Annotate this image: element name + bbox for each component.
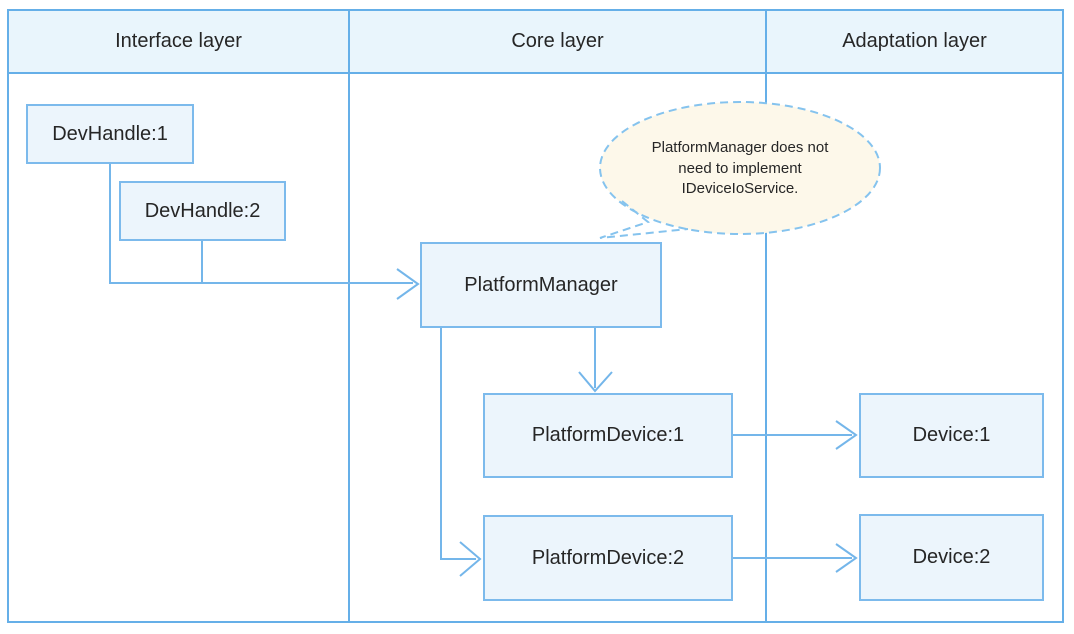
box-platform-manager: [420, 242, 662, 328]
box-device1: [859, 393, 1044, 478]
arrowhead-device2: [835, 543, 858, 573]
arrowhead-platformmanager: [396, 268, 420, 300]
callout-line-2: need to implement: [678, 159, 802, 177]
node-devhandle1: DevHandle:1: [52, 122, 168, 145]
layer-header-core: Core layer: [511, 30, 604, 52]
callout-note: PlatformManager does not need to impleme…: [612, 138, 868, 200]
layer-header-adaptation: Adaptation layer: [842, 30, 987, 52]
box-platform-device1: [483, 393, 733, 478]
layer-header-interface: Interface layer: [115, 30, 242, 52]
node-platform-device2: PlatformDevice:2: [531, 546, 685, 569]
header-band: [7, 9, 1064, 74]
arrowhead-pd1: [578, 371, 613, 393]
callout-line-1: PlatformManager does not: [651, 139, 829, 156]
arrowhead-device1: [835, 420, 858, 450]
connector-pm-to-pd2: [440, 328, 476, 560]
node-devhandle2: DevHandle:2: [144, 199, 261, 222]
box-devhandle2: [119, 181, 286, 241]
callout-ellipse: [599, 101, 881, 235]
connectors: [109, 164, 858, 577]
callout-line-3: IDeviceIoService.: [681, 180, 799, 198]
box-device2: [859, 514, 1044, 601]
node-boxes: [26, 104, 1044, 601]
node-device2: Device:2: [912, 546, 991, 568]
node-device1: Device:1: [912, 424, 991, 446]
callout-bubble: [599, 101, 881, 239]
node-platform-manager: PlatformManager: [464, 273, 618, 296]
node-platform-device1: PlatformDevice:1: [531, 424, 685, 446]
arrowhead-pd2: [459, 541, 482, 577]
callout-tail: [599, 200, 689, 239]
box-platform-device2: [483, 515, 733, 601]
box-devhandle1: [26, 104, 194, 164]
